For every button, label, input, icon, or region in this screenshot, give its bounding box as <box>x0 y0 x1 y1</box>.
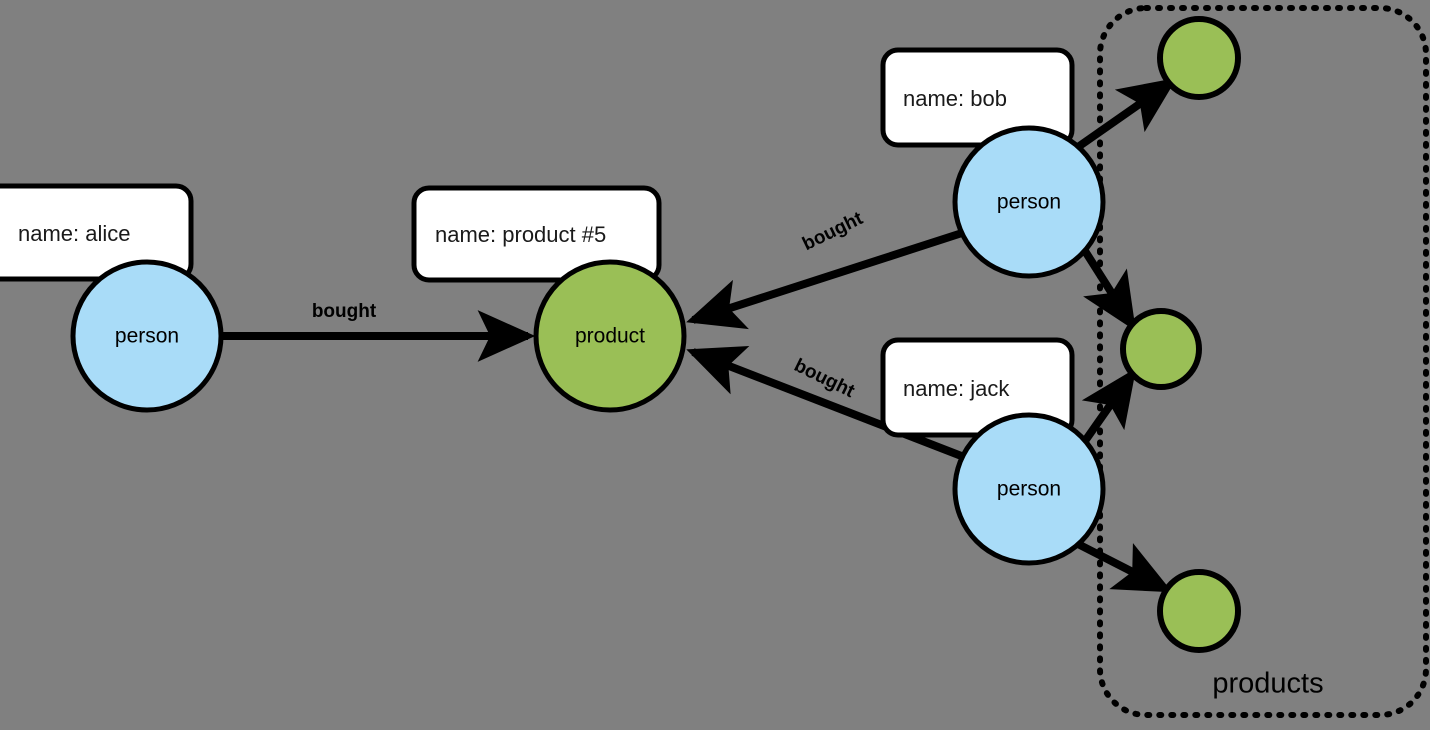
property-box-bob: name: bob <box>880 47 1075 148</box>
property-box-product5: name: product #5 <box>411 185 662 283</box>
node-alice-circle[interactable] <box>70 259 224 413</box>
nodes-layer: person product person person <box>70 16 1241 653</box>
edge-bob-to-product-top <box>1075 77 1177 151</box>
products-group-container <box>1097 5 1429 718</box>
node-product-top-circle[interactable] <box>1157 16 1241 100</box>
edge-jack-to-product-bottom <box>1074 539 1173 593</box>
property-box-product5-text: name: product #5 <box>435 222 606 247</box>
node-product-middle-circle[interactable] <box>1120 308 1202 390</box>
node-product5-circle[interactable] <box>533 259 687 413</box>
edge-label-bob-bought: bought <box>799 208 867 255</box>
node-product5[interactable]: product <box>533 259 687 413</box>
products-group-label: products <box>1212 668 1323 700</box>
node-jack[interactable]: person <box>952 412 1106 566</box>
node-bob-label: person <box>997 191 1061 214</box>
edge-bob-to-product-middle <box>1081 248 1136 332</box>
edges-layer <box>221 77 1177 593</box>
property-box-jack-text: name: jack <box>903 376 1010 401</box>
node-jack-circle[interactable] <box>952 412 1106 566</box>
products-group-border <box>1097 5 1429 718</box>
property-box-bob-rect <box>880 47 1075 148</box>
property-box-alice-text: name: alice <box>18 221 131 246</box>
edge-jack-to-product-middle <box>1081 368 1137 444</box>
edge-bob-bought-product <box>686 229 964 330</box>
property-box-bob-text: name: bob <box>903 86 1007 111</box>
node-product5-label: product <box>575 325 645 348</box>
node-bob[interactable]: person <box>952 125 1106 279</box>
edge-label-alice-bought: bought <box>312 301 377 322</box>
node-alice-label: person <box>115 325 179 348</box>
property-box-product5-rect <box>411 185 662 283</box>
node-product-bottom-circle[interactable] <box>1157 569 1241 653</box>
node-bob-circle[interactable] <box>952 125 1106 279</box>
property-box-alice: name: alice <box>0 183 194 282</box>
property-box-alice-rect <box>0 183 194 282</box>
property-box-jack: name: jack <box>880 337 1075 438</box>
property-boxes-layer: name: alice name: product #5 name: bob n… <box>0 47 1075 438</box>
node-jack-label: person <box>997 478 1061 501</box>
node-alice[interactable]: person <box>70 259 224 413</box>
edge-jack-bought-product <box>686 346 966 461</box>
